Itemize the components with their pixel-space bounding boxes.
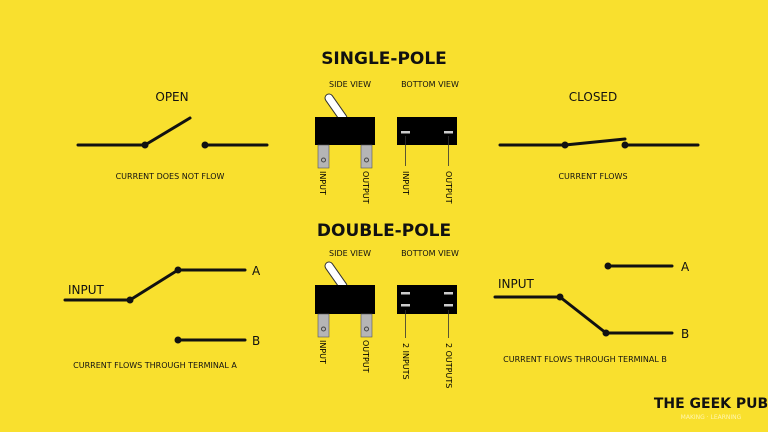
single-pole-title: SINGLE-POLE (321, 49, 447, 69)
dp-bottom-view-label: BOTTOM VIEW (401, 249, 459, 258)
dp-right-input-label: INPUT (498, 277, 535, 291)
sp-bottom-pin1-label: INPUT (401, 171, 410, 195)
dp-right-switch-symbol (493, 262, 674, 337)
double-pole-title: DOUBLE-POLE (317, 221, 451, 241)
logo-name: THE GEEK PUB (654, 396, 768, 412)
logo-tagline: MAKING · LEARNING (681, 414, 742, 421)
open-caption: CURRENT DOES NOT FLOW (116, 172, 225, 181)
sp-side-view-label: SIDE VIEW (329, 80, 371, 89)
dp-bottom-view-switch (397, 285, 457, 338)
sp-bottom-pin2-label: OUTPUT (444, 171, 453, 204)
dp-side-view-switch (315, 261, 375, 338)
dp-side-pin2-label: OUTPUT (361, 340, 370, 373)
dp-side-pin1-label: INPUT (318, 340, 327, 364)
sp-side-pin1-label: INPUT (318, 171, 327, 195)
closed-caption: CURRENT FLOWS (558, 172, 627, 181)
dp-left-caption: CURRENT FLOWS THROUGH TERMINAL A (73, 361, 237, 370)
sp-bottom-view-switch (397, 117, 457, 166)
dp-bottom-pin2-label: 2 OUTPUTS (444, 343, 453, 388)
sp-side-pin2-label: OUTPUT (361, 171, 370, 204)
dp-side-view-label: SIDE VIEW (329, 249, 371, 258)
dp-right-terminal-a: A (681, 260, 690, 274)
dp-right-terminal-b: B (681, 327, 689, 341)
dp-left-input-label: INPUT (68, 283, 105, 297)
dp-left-switch-symbol (63, 266, 247, 344)
dp-left-terminal-a: A (252, 264, 261, 278)
sp-side-view-switch (315, 93, 375, 169)
open-switch-symbol (76, 116, 269, 149)
geek-pub-logo: THE GEEK PUB MAKING · LEARNING (654, 396, 768, 421)
dp-bottom-pin1-label: 2 INPUTS (401, 343, 410, 380)
dp-left-terminal-b: B (252, 334, 260, 348)
dp-right-caption: CURRENT FLOWS THROUGH TERMINAL B (503, 355, 667, 364)
closed-label: CLOSED (569, 90, 618, 104)
closed-switch-symbol (498, 137, 700, 149)
sp-bottom-view-label: BOTTOM VIEW (401, 80, 459, 89)
open-label: OPEN (155, 90, 188, 104)
